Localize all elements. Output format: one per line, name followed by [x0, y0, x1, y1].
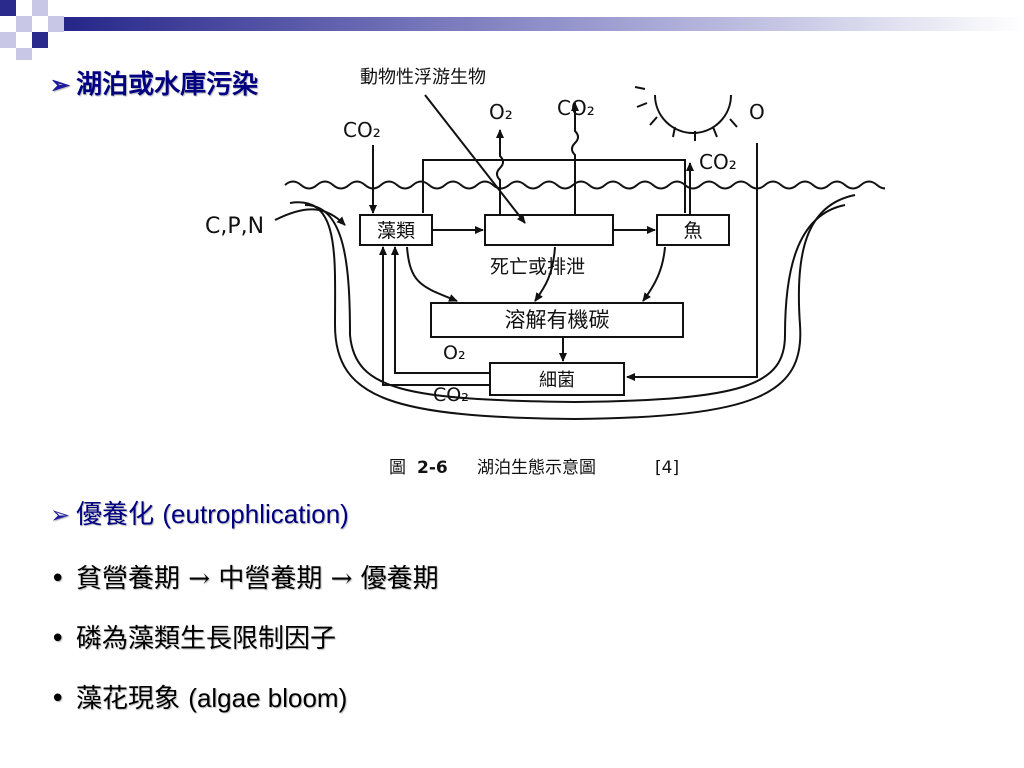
figure-caption-title: 湖泊生態示意圖 — [477, 458, 596, 478]
bacteria-box — [489, 362, 625, 396]
o-sun-label: O — [749, 100, 765, 124]
heading-text: 湖泊或水庫污染 — [76, 70, 259, 100]
co2-top-label: CO₂ — [557, 96, 595, 120]
figure-caption-ref: [4] — [655, 458, 679, 478]
heading-lake-pollution: ➢湖泊或水庫污染 — [50, 64, 258, 101]
lake-basin-outer — [289, 194, 856, 421]
nutrient-inflow-arrow — [274, 208, 346, 226]
lake-ecology-diagram: 動物性浮游生物 C,P,N CO₂ O₂ CO₂ CO₂ O 藻類 魚 死亡或排… — [205, 67, 885, 478]
bullet-item: • 藻花現象 (algae bloom) — [50, 678, 347, 715]
arrow-bullet-icon: ➢ — [50, 501, 71, 529]
zooplankton-box — [484, 214, 614, 246]
water-surface-line — [284, 180, 885, 194]
bullet-dot-icon: • — [50, 624, 66, 654]
fish-label: 魚 — [683, 220, 702, 242]
heading-eutrophication: ➢優養化 (eutrophlication) — [50, 494, 349, 531]
zooplankton-label: 動物性浮游生物 — [360, 67, 486, 88]
figure-caption-prefix: 圖 — [389, 458, 406, 478]
eutrophication-label: 優養化 — [76, 500, 155, 530]
bullet-term: (algae bloom) — [188, 683, 348, 713]
bullet-item: • 磷為藻類生長限制因子 — [50, 618, 336, 655]
co2-bottom-label: CO₂ — [433, 384, 469, 406]
o2-bottom-label: O₂ — [443, 342, 466, 364]
bullet-text: 藻花現象 — [76, 684, 181, 714]
lake-basin-inner — [304, 204, 846, 404]
slide-corner-decoration — [0, 0, 1024, 60]
bullet-text: 磷為藻類生長限制因子 — [76, 624, 337, 654]
o2-top-label: O₂ — [489, 100, 513, 124]
bullet-dot-icon: • — [50, 684, 66, 714]
bullet-dot-icon: • — [50, 564, 66, 594]
dissolved-carbon-label: 溶解有機碳 — [505, 308, 610, 332]
dissolved-carbon-box — [430, 302, 684, 338]
algae-label: 藻類 — [377, 220, 415, 242]
fish-box — [656, 214, 730, 246]
bacteria-label: 細菌 — [539, 370, 575, 391]
arrow-bullet-icon: ➢ — [50, 70, 71, 99]
nutrients-label: C,P,N — [205, 214, 264, 239]
co2-right-label: CO₂ — [699, 150, 737, 174]
figure-caption-number: 2-6 — [417, 458, 448, 478]
bullet-text: 貧營養期 → 中營養期 → 優養期 — [76, 564, 439, 594]
death-excretion-label: 死亡或排泄 — [490, 256, 585, 278]
sun-icon — [634, 86, 738, 141]
eutrophication-term: (eutrophlication) — [162, 499, 349, 529]
co2-left-label: CO₂ — [343, 118, 381, 142]
bullet-item: • 貧營養期 → 中營養期 → 優養期 — [50, 558, 439, 595]
